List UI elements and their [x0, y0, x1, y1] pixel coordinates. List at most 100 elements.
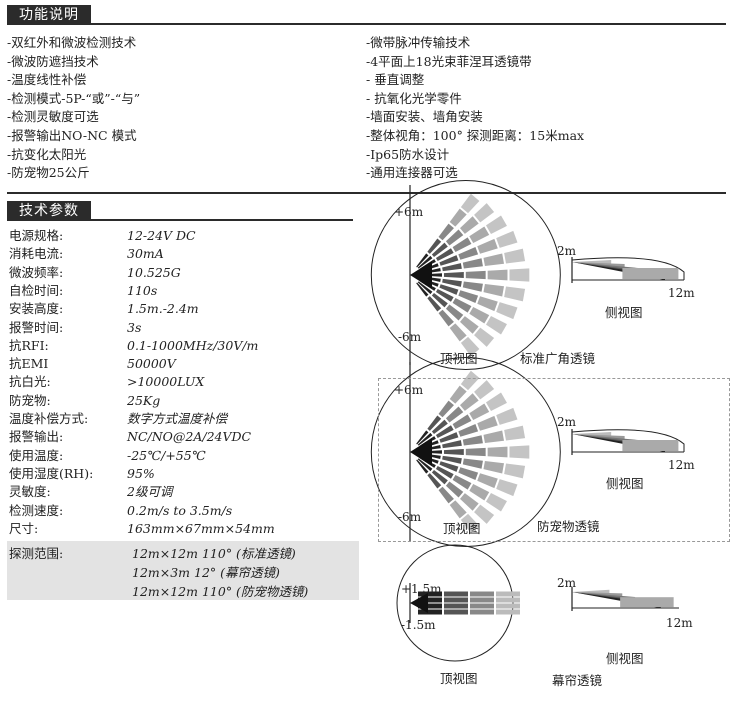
- spec-value: >10000LUX: [127, 374, 205, 390]
- spec-value: 95%: [127, 465, 155, 481]
- spec-key: 抗白光:: [9, 374, 51, 390]
- spec-value: 数字方式温度补偿: [127, 411, 228, 426]
- d3-side-view-caption: 侧视图: [606, 651, 644, 666]
- d3-side-height: 2m: [557, 576, 577, 590]
- feature-item: -检测模式-5P-“或”-“与”: [7, 90, 141, 106]
- d2-side-view-caption: 侧视图: [606, 476, 644, 491]
- d3-side-distance: 12m: [666, 616, 693, 630]
- spec-row: 抗RFI: 0.1-1000MHz/30V/m: [9, 337, 359, 355]
- spec-value: 2级可调: [127, 484, 173, 500]
- range-pet: 12m×12m 110° (防宠物透镜): [132, 584, 309, 599]
- detection-range-box: 探测范围: 12m×12m 110° (标准透镜) 12m×3m 12° (幕帘…: [7, 541, 359, 600]
- spec-key: 微波频率:: [9, 264, 64, 280]
- spec-key: 抗RFI:: [9, 337, 49, 353]
- spec-key: 温度补偿方式:: [9, 411, 89, 426]
- spec-key: 自检时间:: [9, 282, 64, 298]
- spec-row: 使用湿度(RH): 95%: [9, 465, 359, 483]
- spec-value: -25℃/+55℃: [127, 447, 206, 463]
- d2-top-label: +6m: [394, 383, 424, 397]
- d1-side-view-caption: 侧视图: [605, 305, 643, 320]
- d2-side-distance: 12m: [668, 458, 695, 472]
- feature-item: -双红外和微波检测技术: [7, 35, 137, 50]
- d2-side-height: 2m: [557, 415, 577, 429]
- pet-lens-frame: [378, 378, 730, 542]
- features-header: 功能说明: [7, 5, 91, 25]
- spec-key: 报警时间:: [9, 319, 64, 335]
- feature-item: -微波防遮挡技术: [7, 53, 99, 69]
- feature-item: -抗变化太阳光: [7, 146, 87, 162]
- spec-value: 12-24V DC: [127, 228, 196, 243]
- d1-top-label: +6m: [394, 205, 424, 219]
- range-label: 探测范围:: [9, 546, 64, 561]
- spec-value: 3s: [127, 319, 142, 335]
- spec-value: 0.1-1000MHz/30V/m: [127, 337, 259, 353]
- d3-top-view-caption: 顶视图: [440, 671, 478, 686]
- d2-lens-caption: 防宠物透镜: [537, 519, 600, 534]
- spec-value: 163mm×67mm×54mm: [127, 520, 275, 536]
- feature-item: -检测灵敏度可选: [7, 109, 99, 125]
- section-divider: [7, 192, 726, 194]
- d1-bottom-label: -6m: [398, 330, 422, 344]
- feature-item: -整体视角：100° 探测距离：15米max: [366, 128, 585, 143]
- d1-side-distance: 12m: [668, 286, 695, 300]
- d1-side-height: 2m: [557, 244, 577, 258]
- feature-item: -通用连接器可选: [366, 165, 458, 181]
- specs-divider: [7, 219, 353, 221]
- spec-row: 报警输出: NC/NO@2A/24VDC: [9, 428, 359, 446]
- spec-key: 防宠物:: [9, 392, 51, 408]
- spec-row: 自检时间: 110s: [9, 282, 359, 300]
- spec-value: 110s: [127, 282, 158, 298]
- spec-value: 1.5m.-2.4m: [127, 301, 199, 317]
- d1-top-view-caption: 顶视图: [440, 351, 478, 366]
- spec-key: 安装高度:: [9, 301, 64, 317]
- feature-item: -4平面上18光束菲涅耳透镜带: [366, 53, 532, 69]
- spec-key: 电源规格:: [9, 228, 64, 243]
- spec-key: 报警输出:: [9, 429, 64, 445]
- feature-item: -报警输出NO-NC 模式: [7, 128, 137, 143]
- top-view-beams-curtain: [396, 544, 520, 662]
- spec-value: NC/NO@2A/24VDC: [127, 429, 252, 445]
- feature-item: -墙面安装、墙角安装: [366, 109, 483, 125]
- spec-row: 防宠物: 25Kg: [9, 392, 359, 410]
- range-standard: 12m×12m 110° (标准透镜): [132, 546, 296, 561]
- side-view-beams-standard: [571, 257, 685, 283]
- top-view-beams-pet: [370, 357, 561, 547]
- spec-row: 电源规格: 12-24V DC: [9, 227, 359, 245]
- d2-top-view-caption: 顶视图: [443, 521, 481, 536]
- d1-lens-caption: 标准广角透镜: [520, 351, 596, 366]
- d3-lens-caption: 幕帘透镜: [552, 673, 603, 688]
- feature-item: - 垂直调整: [366, 72, 425, 88]
- spec-key: 消耗电流:: [9, 246, 64, 262]
- features-divider: [7, 23, 726, 25]
- feature-item: -Ip65防水设计: [366, 146, 450, 162]
- top-view-beams-standard: [370, 180, 561, 370]
- range-curtain: 12m×3m 12° (幕帘透镜): [132, 565, 280, 580]
- spec-row: 灵敏度:2级可调: [9, 483, 359, 501]
- feature-item: - 抗氧化光学零件: [366, 90, 462, 106]
- feature-item: -微带脉冲传输技术: [366, 35, 471, 50]
- spec-row: 尺寸:163mm×67mm×54mm: [9, 520, 359, 538]
- spec-key: 抗EMI: [9, 356, 49, 372]
- specs-header: 技术参数: [7, 201, 91, 221]
- spec-row: 温度补偿方式: 数字方式温度补偿: [9, 410, 359, 428]
- spec-value: 10.525G: [127, 264, 181, 280]
- spec-row: 安装高度: 1.5m.-2.4m: [9, 300, 359, 318]
- spec-row: 报警时间: 3s: [9, 319, 359, 337]
- spec-row: 抗白光: >10000LUX: [9, 373, 359, 391]
- d2-bottom-label: -6m: [398, 510, 422, 524]
- spec-value: 0.2m/s to 3.5m/s: [127, 502, 233, 518]
- spec-key: 使用温度:: [9, 447, 64, 463]
- spec-value: 50000V: [127, 356, 176, 372]
- d3-bottom-label: -1.5m: [401, 618, 436, 632]
- spec-row: 抗EMI 50000V: [9, 355, 359, 373]
- spec-key: 检测速度:: [9, 502, 64, 518]
- spec-key: 使用湿度(RH):: [9, 465, 94, 481]
- feature-item: -温度线性补偿: [7, 72, 87, 88]
- spec-value: 30mA: [127, 246, 164, 262]
- side-view-beams-curtain: [571, 587, 679, 611]
- side-view-beams-pet: [571, 429, 685, 455]
- spec-value: 25Kg: [127, 392, 161, 408]
- d3-top-label: +1.5m: [401, 582, 442, 596]
- spec-row: 微波频率: 10.525G: [9, 264, 359, 282]
